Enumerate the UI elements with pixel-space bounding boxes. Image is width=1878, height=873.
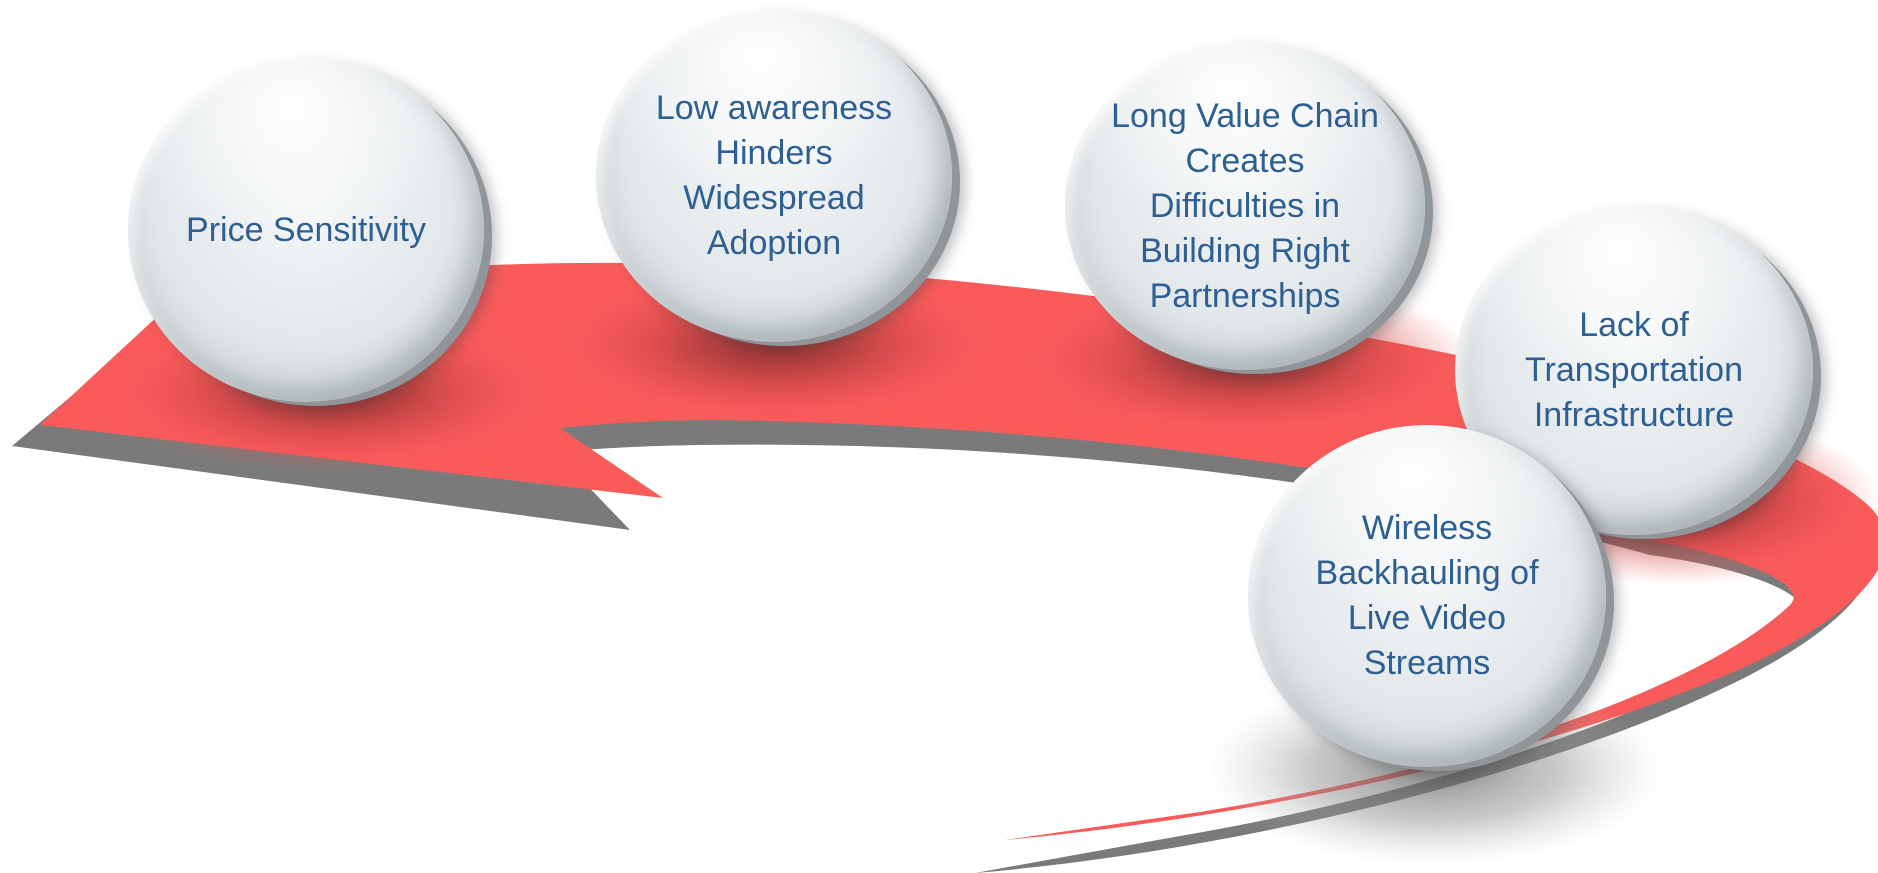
node-long-value-chain: Long Value Chain Creates Difficulties in… — [1065, 42, 1425, 370]
node-label: Low awareness Hinders Widespread Adoptio… — [655, 89, 893, 262]
node-label: Price Sensitivity — [186, 210, 426, 249]
node-lack-of-transportation: Lack of Transportation Infrastructure — [1455, 205, 1813, 535]
node-label: Lack of Transportation Infrastructure — [1525, 305, 1743, 434]
node-label: Wireless Backhauling of Live Video Strea… — [1315, 509, 1539, 682]
node-price-sensitivity: Price Sensitivity — [128, 58, 484, 402]
node-low-awareness: Low awareness Hinders Widespread Adoptio… — [596, 10, 952, 342]
node-wireless-backhauling: Wireless Backhauling of Live Video Strea… — [1248, 425, 1606, 767]
node-label: Long Value Chain Creates Difficulties in… — [1111, 96, 1379, 315]
